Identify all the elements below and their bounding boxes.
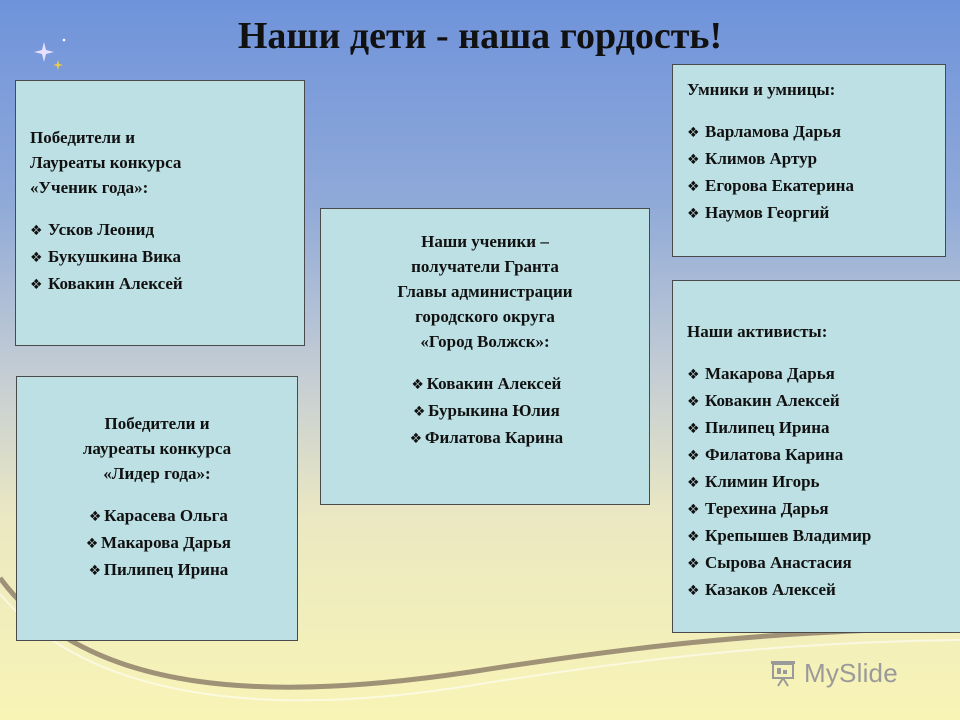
person-name: Филатова Карина <box>424 428 564 447</box>
activists-box: Наши активисты: ❖ Макарова Дарья ❖ Ковакин … <box>672 280 960 633</box>
winner-list: ❖ Усков Леонид ❖ Букушкина Вика ❖ Ковакин Але… <box>30 217 290 298</box>
leader-of-year-box: Победители и лауреаты конкурса «Лидер го… <box>16 376 298 641</box>
list-item: ❖Пилипец Ирина <box>31 557 283 584</box>
box-heading: Победители и лауреаты конкурса «Лидер го… <box>82 414 232 483</box>
list-item: ❖ Наумов Георгий <box>687 200 931 227</box>
box-heading: Наши активисты: <box>687 322 828 341</box>
list-item: ❖ Крепышев Владимир <box>687 523 947 550</box>
student-list: ❖ Варламова Дарья ❖ Климов Артур ❖ Егорова Ек… <box>687 119 931 227</box>
person-name: Макарова Дарья <box>101 533 231 552</box>
diamond-bullet-icon: ❖ <box>409 431 423 447</box>
grant-recipients-box: Наши ученики – получатели Гранта Главы а… <box>320 208 650 505</box>
watermark-text: MySlide <box>804 657 898 688</box>
list-item: ❖ Казаков Алексей <box>687 577 947 604</box>
box-heading: Наши ученики – получатели Гранта Главы а… <box>397 232 573 351</box>
diamond-bullet-icon: ❖ <box>687 475 700 491</box>
list-item: ❖ Егорова Екатерина <box>687 173 931 200</box>
diamond-bullet-icon: ❖ <box>687 556 700 572</box>
list-item: ❖Карасева Ольга <box>31 503 283 530</box>
box-heading: Победители и Лауреаты конкурса «Ученик г… <box>30 128 182 197</box>
person-name: Ковакин Алексей <box>705 391 840 410</box>
sparkle-icon <box>34 38 66 70</box>
page-title: Наши дети - наша гордость! <box>237 15 723 57</box>
diamond-bullet-icon: ❖ <box>30 277 43 293</box>
list-item: ❖ Сырова Анастасия <box>687 550 947 577</box>
person-name: Пилипец Ирина <box>103 560 229 579</box>
diamond-bullet-icon: ❖ <box>88 509 102 525</box>
person-name: Ковакин Алексей <box>48 274 183 293</box>
diamond-bullet-icon: ❖ <box>687 421 700 437</box>
person-name: Пилипец Ирина <box>705 418 830 437</box>
person-name: Наумов Георгий <box>705 203 830 222</box>
list-item: ❖ Ковакин Алексей <box>687 388 947 415</box>
clever-kids-box: Умники и умницы: ❖ Варламова Дарья ❖ Климов… <box>672 64 946 257</box>
person-name: Крепышев Владимир <box>705 526 872 545</box>
diamond-bullet-icon: ❖ <box>687 125 700 141</box>
activist-list: ❖ Макарова Дарья ❖ Ковакин Алексей ❖ Пилипец … <box>687 361 947 604</box>
list-item: ❖ Макарова Дарья <box>687 361 947 388</box>
person-name: Казаков Алексей <box>705 580 836 599</box>
person-name: Макарова Дарья <box>705 364 835 383</box>
list-item: ❖ Климов Артур <box>687 146 931 173</box>
recipient-list: ❖Ковакин Алексей❖Бурыкина Юлия❖Филатова … <box>335 371 635 452</box>
student-of-year-box: Победители и Лауреаты конкурса «Ученик г… <box>15 80 305 346</box>
person-name: Сырова Анастасия <box>705 553 852 572</box>
list-item: ❖Филатова Карина <box>335 425 635 452</box>
person-name: Букушкина Вика <box>48 247 182 266</box>
person-name: Бурыкина Юлия <box>428 401 560 420</box>
winner-list: ❖Карасева Ольга❖Макарова Дарья❖Пилипец И… <box>31 503 283 584</box>
diamond-bullet-icon: ❖ <box>687 152 700 168</box>
person-name: Климов Артур <box>705 149 818 168</box>
diamond-bullet-icon: ❖ <box>687 206 700 222</box>
diamond-bullet-icon: ❖ <box>687 529 700 545</box>
person-name: Ковакин Алексей <box>426 374 562 393</box>
diamond-bullet-icon: ❖ <box>412 404 426 420</box>
diamond-bullet-icon: ❖ <box>88 563 102 579</box>
diamond-bullet-icon: ❖ <box>687 179 700 195</box>
list-item: ❖ Букушкина Вика <box>30 244 290 271</box>
diamond-bullet-icon: ❖ <box>687 502 700 518</box>
diamond-bullet-icon: ❖ <box>687 394 700 410</box>
diamond-bullet-icon: ❖ <box>30 223 43 239</box>
person-name: Варламова Дарья <box>705 122 842 141</box>
diamond-bullet-icon: ❖ <box>687 583 700 599</box>
list-item: ❖ Ковакин Алексей <box>30 271 290 298</box>
list-item: ❖Макарова Дарья <box>31 530 283 557</box>
list-item: ❖ Пилипец Ирина <box>687 415 947 442</box>
diamond-bullet-icon: ❖ <box>85 536 99 552</box>
person-name: Егорова Екатерина <box>705 176 854 195</box>
diamond-bullet-icon: ❖ <box>687 367 700 383</box>
diamond-bullet-icon: ❖ <box>30 250 43 266</box>
person-name: Климин Игорь <box>705 472 820 491</box>
diamond-bullet-icon: ❖ <box>687 448 700 464</box>
list-item: ❖ Климин Игорь <box>687 469 947 496</box>
list-item: ❖Бурыкина Юлия <box>335 398 635 425</box>
box-heading: Умники и умницы: <box>687 80 836 99</box>
list-item: ❖Ковакин Алексей <box>335 371 635 398</box>
list-item: ❖ Усков Леонид <box>30 217 290 244</box>
person-name: Карасева Ольга <box>104 506 228 525</box>
diamond-bullet-icon: ❖ <box>411 377 424 393</box>
list-item: ❖ Варламова Дарья <box>687 119 931 146</box>
person-name: Терехина Дарья <box>705 499 829 518</box>
person-name: Усков Леонид <box>48 220 155 239</box>
person-name: Филатова Карина <box>705 445 844 464</box>
list-item: ❖ Филатова Карина <box>687 442 947 469</box>
list-item: ❖ Терехина Дарья <box>687 496 947 523</box>
presentation-board-icon <box>771 661 795 687</box>
myslide-watermark[interactable]: MySlide <box>768 656 928 690</box>
